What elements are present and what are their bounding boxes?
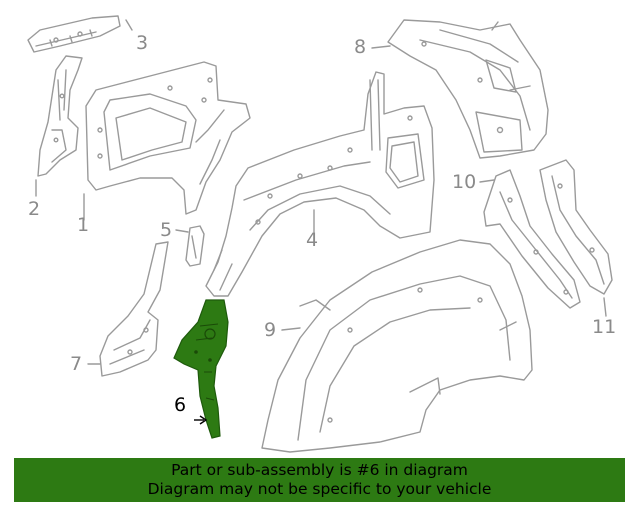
part-11-extension bbox=[539, 159, 613, 295]
part-4-outer-panel bbox=[205, 71, 435, 297]
part-6-highlighted bbox=[173, 299, 229, 439]
callout-4: 4 bbox=[306, 229, 319, 251]
banner-line-2: Diagram may not be specific to your vehi… bbox=[147, 480, 492, 498]
callout-2: 2 bbox=[28, 198, 41, 220]
callout-7: 7 bbox=[70, 353, 83, 375]
callout-9: 9 bbox=[264, 319, 277, 341]
callout-11: 11 bbox=[592, 316, 617, 338]
part-10-pillar bbox=[483, 169, 581, 309]
part-2-pillar bbox=[37, 55, 83, 177]
callout-8: 8 bbox=[354, 36, 367, 58]
part-3-bracket bbox=[27, 15, 121, 53]
callout-5: 5 bbox=[160, 219, 173, 241]
part-info-banner: Part or sub-assembly is #6 in diagram Di… bbox=[14, 458, 625, 502]
parts-diagram bbox=[27, 15, 613, 453]
part-9-wheel-liner bbox=[261, 239, 533, 453]
part-5-clip bbox=[185, 225, 205, 267]
leader-lines bbox=[35, 19, 607, 365]
callout-3: 3 bbox=[136, 32, 149, 54]
banner-line-1: Part or sub-assembly is #6 in diagram bbox=[171, 461, 468, 479]
callout-1: 1 bbox=[77, 214, 90, 236]
callout-6: 6 bbox=[174, 394, 187, 416]
part-1-inner-panel bbox=[85, 61, 251, 215]
part-7-lower-pillar bbox=[99, 241, 169, 377]
part-8-upper-structure bbox=[387, 19, 549, 159]
callout-10: 10 bbox=[452, 171, 477, 193]
